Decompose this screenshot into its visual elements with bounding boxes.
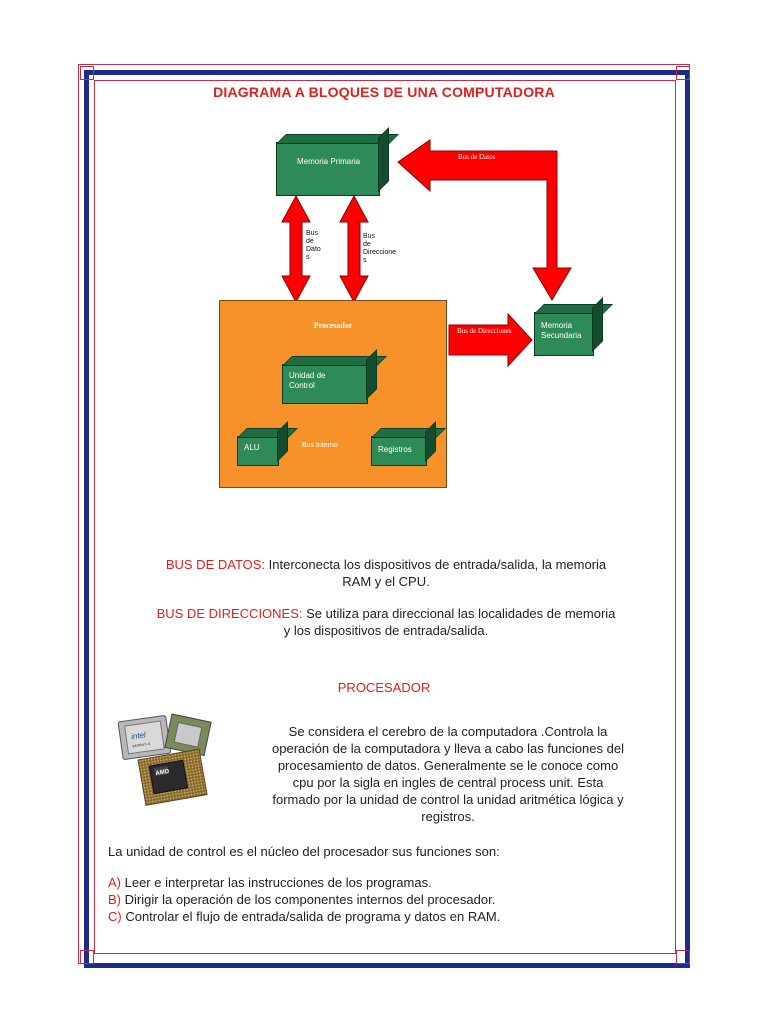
intel-chip-label: intel xyxy=(131,730,147,741)
corner-mark-tl xyxy=(80,66,94,80)
bus-datos-text-2: RAM y el CPU. xyxy=(342,574,430,589)
processor-chips-image: intel pentium 4 AMD xyxy=(117,713,212,806)
bus-datos-term: BUS DE DATOS: xyxy=(165,557,266,572)
page-border xyxy=(84,70,690,968)
bus-direcciones-paragraph: BUS DE DIRECCIONES: Se utiliza para dire… xyxy=(108,605,664,639)
bus-datos-text-1: Interconecta los dispositivos de entrada… xyxy=(265,557,607,572)
page-title: DIAGRAMA A BLOQUES DE UNA COMPUTADORA xyxy=(213,84,555,100)
funcion-c: C) Controlar el flujo de entrada/salida … xyxy=(108,909,501,924)
corner-mark-bl xyxy=(80,950,94,964)
amd-chip: AMD xyxy=(137,748,208,806)
memoria-secundaria-label-1: Memoria xyxy=(541,321,573,330)
corner-mark-br xyxy=(676,950,690,964)
funcion-b: B) Dirigir la operación de los component… xyxy=(108,892,496,907)
pentium-chip-label: pentium 4 xyxy=(132,741,151,749)
inner-frame xyxy=(94,80,676,954)
unidad-control-box: Unidad de Control xyxy=(282,364,368,404)
bus-direcciones-text-1: Se utiliza para direccional las localida… xyxy=(302,606,616,621)
bus-direcciones-right-label: Bus de Direcciones xyxy=(457,327,512,335)
amd-chip-label: AMD xyxy=(155,769,170,777)
unidad-control-label-1: Unidad de xyxy=(289,371,326,380)
alu-label: ALU xyxy=(244,443,260,452)
arrow-bus-direcciones xyxy=(448,312,533,368)
procesador-description: Se considera el cerebro de la computador… xyxy=(272,724,624,824)
intel-chip: intel pentium 4 xyxy=(117,715,172,760)
memoria-secundaria-box: Memoria Secundaria xyxy=(534,312,594,356)
procesador-label: Procesador xyxy=(313,321,353,330)
funcion-a: A) Leer e interpretar las instrucciones … xyxy=(108,875,432,890)
bus-datos-paragraph: BUS DE DATOS: Interconecta los dispositi… xyxy=(108,556,664,590)
bus-datos-vertical-label: Bus de Dato s xyxy=(306,230,321,261)
registros-box: Registros xyxy=(371,436,427,466)
memoria-primaria-label: Memoria Primaria xyxy=(297,157,361,166)
memoria-secundaria-label-2: Secundaria xyxy=(541,331,582,340)
socket-chip xyxy=(164,713,212,757)
registros-label: Registros xyxy=(378,445,412,454)
unidad-control-intro: La unidad de control es el núcleo del pr… xyxy=(108,844,500,859)
bus-direcciones-term: BUS DE DIRECCIONES: xyxy=(156,606,303,621)
bus-interno-label: Bus Interno xyxy=(302,442,338,449)
corner-mark-tr xyxy=(676,66,690,80)
bus-datos-top-label: Bus de Datos xyxy=(458,153,496,161)
bus-direcciones-text-2: y los dispositivos de entrada/salida. xyxy=(283,623,489,638)
memoria-primaria-box: Memoria Primaria xyxy=(276,142,380,196)
bus-direcciones-vertical-label: Bus de Direccione s xyxy=(363,233,397,264)
unidad-control-label-2: Control xyxy=(289,381,315,390)
alu-box: ALU xyxy=(237,436,279,466)
arrow-bus-datos xyxy=(397,139,572,301)
procesador-heading: PROCESADOR xyxy=(337,680,431,695)
